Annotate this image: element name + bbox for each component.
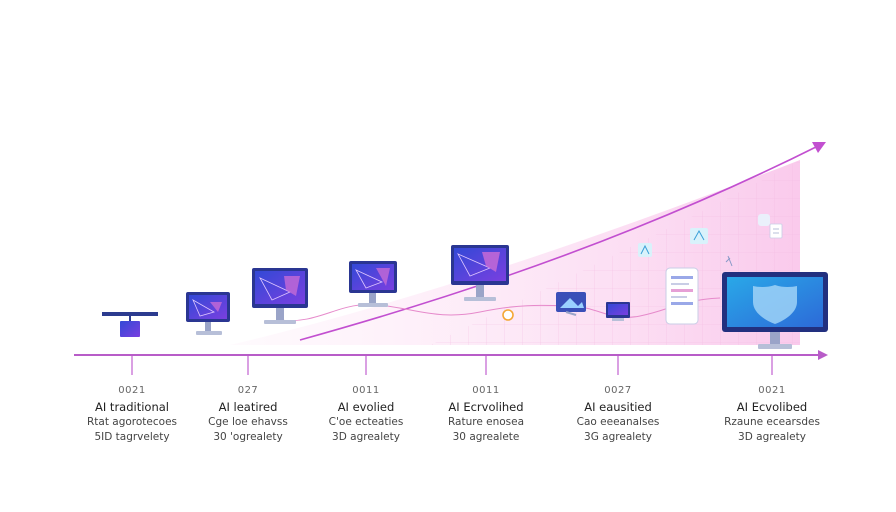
- milestone-label: 0011 AI Ecrvolihed Rature enosea 30 agre…: [421, 383, 551, 445]
- monitor-icon: [252, 268, 308, 324]
- milestone-label: 0021 AI Ecvolibed Rzaune ecearsdes 3D ag…: [707, 383, 837, 445]
- milestone-line1: Rzaune ecearsdes: [724, 416, 820, 428]
- milestone-label: 0021 AI traditional Rtat agorotecoes 5ID…: [67, 383, 197, 445]
- milestone-year: 0021: [118, 385, 146, 396]
- milestone-title: AI eausitied: [584, 400, 652, 414]
- milestone-line2: 3D agrealety: [332, 431, 400, 443]
- milestone-label: 0011 AI evolied C'oe ecteaties 3D agreal…: [301, 383, 431, 445]
- milestone-line2: 5ID tagrvelety: [94, 431, 170, 443]
- milestone-title: AI Ecrvolihed: [448, 400, 524, 414]
- milestone-year: 0011: [472, 385, 500, 396]
- sparkle-icon: [725, 255, 733, 267]
- milestone-year: 0021: [758, 385, 786, 396]
- milestone-line1: Rature enosea: [447, 416, 525, 428]
- monitor-icon: [722, 272, 828, 349]
- milestone-dot: [502, 309, 514, 321]
- image-icon: [556, 292, 586, 316]
- milestone-line2: 3D agrealety: [738, 431, 806, 443]
- milestone-title: AI traditional: [95, 400, 169, 414]
- chat-icon: [638, 243, 652, 257]
- milestone-title: AI Ecvolibed: [736, 400, 808, 414]
- milestone-line1: Rtat agorotecoes: [86, 416, 178, 428]
- monitor-icon: [102, 312, 158, 337]
- shield-icon: [753, 285, 797, 324]
- milestone-label: 027 AI leatired Cge loe ehavss 30 'ogrea…: [183, 383, 313, 445]
- sparkle-icon: [758, 214, 783, 239]
- milestone-line2: 30 'ogrealety: [213, 431, 283, 443]
- milestone-line2: 30 agrealete: [452, 431, 520, 443]
- milestone-year: 0011: [352, 385, 380, 396]
- document-icon: [665, 267, 699, 325]
- milestone-title: AI evolied: [337, 400, 395, 414]
- growth-curve: [299, 144, 821, 341]
- monitor-icon: [451, 245, 509, 301]
- growth-arrowhead: [812, 142, 826, 153]
- milestone-line2: 3G agrealety: [584, 431, 652, 443]
- chat-icon: [690, 228, 708, 244]
- milestone-label: 0027 AI eausitied Cao eeeanalses 3G agre…: [553, 383, 683, 445]
- monitor-icon: [606, 302, 630, 321]
- milestone-year: 027: [237, 385, 259, 396]
- axis-arrowhead: [818, 350, 828, 360]
- milestone-line1: Cao eeeanalses: [576, 416, 660, 428]
- milestone-line1: C'oe ecteaties: [328, 416, 404, 428]
- milestone-year: 0027: [604, 385, 632, 396]
- milestone-title: AI leatired: [218, 400, 278, 414]
- monitor-icon: [186, 292, 230, 335]
- milestone-line1: Cge loe ehavss: [208, 416, 288, 428]
- monitor-icon: [349, 261, 397, 307]
